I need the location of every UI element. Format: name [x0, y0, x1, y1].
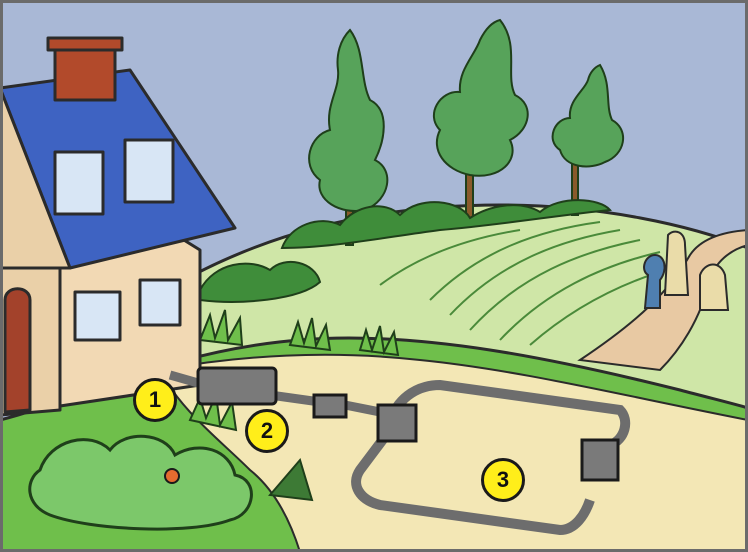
chimney	[55, 45, 115, 100]
junction-box-right	[582, 440, 618, 480]
flower	[165, 469, 179, 483]
callout-2: 2	[245, 409, 289, 453]
callout-1: 1	[133, 378, 177, 422]
septic-tank	[198, 368, 276, 404]
distribution-box	[314, 395, 346, 417]
door	[5, 289, 30, 412]
junction-box-left	[378, 405, 416, 441]
callout-3: 3	[481, 458, 525, 502]
